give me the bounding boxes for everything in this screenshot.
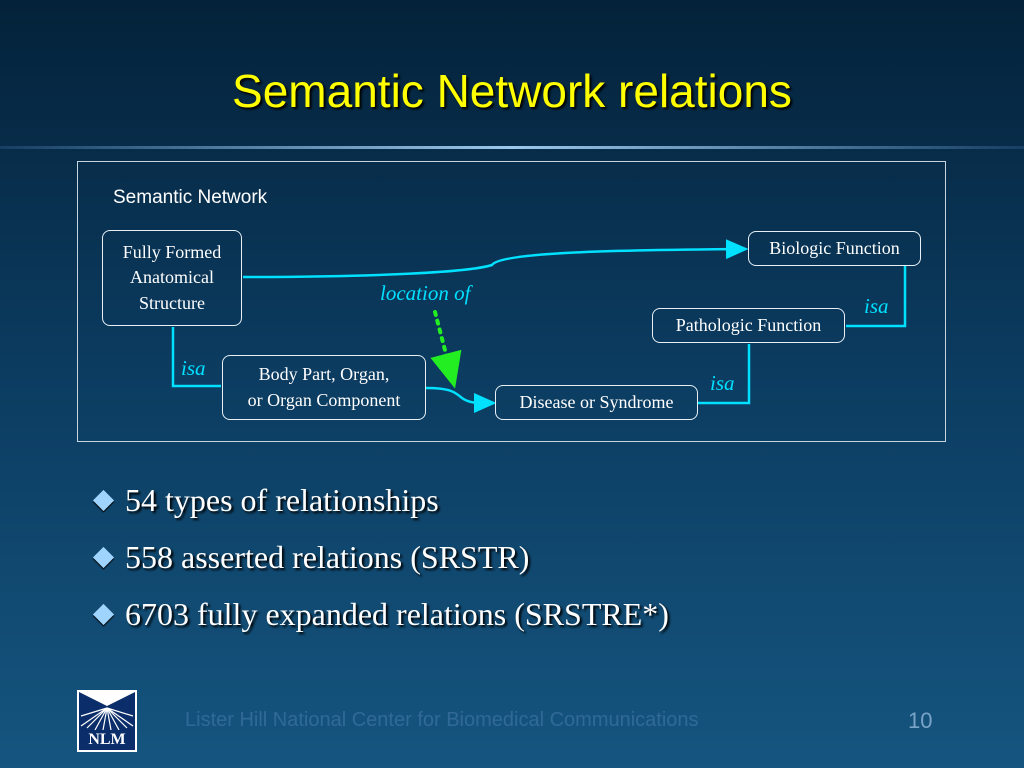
bullet-item: 6703 fully expanded relations (SRSTRE*) xyxy=(92,586,669,643)
edge-location-pointer xyxy=(430,310,462,389)
nlm-logo-icon xyxy=(79,692,135,730)
node-pathologic-function: Pathologic Function xyxy=(652,308,845,343)
edge-isa-left xyxy=(171,327,221,388)
edge-label-isa-right-lower: isa xyxy=(710,371,735,395)
nlm-logo: NLM xyxy=(77,690,137,752)
edge-label-location-of: location of xyxy=(380,281,471,305)
diamond-bullet-icon xyxy=(92,603,115,626)
bullet-item: 54 types of relationships xyxy=(92,472,669,529)
bullet-text: 6703 fully expanded relations (SRSTRE*) xyxy=(125,596,669,632)
edge-location-of xyxy=(242,239,749,279)
diagram-label: Semantic Network xyxy=(113,187,268,208)
bullet-list: 54 types of relationships 558 asserted r… xyxy=(92,472,669,643)
node-fully-formed-anatomical-structure: Fully Formed Anatomical Structure xyxy=(102,230,242,326)
bullet-item: 558 asserted relations (SRSTR) xyxy=(92,529,669,586)
edge-label-isa-left: isa xyxy=(181,356,206,380)
diamond-bullet-icon xyxy=(92,489,115,512)
edge-isa-right-upper xyxy=(846,266,907,328)
footer-organization: Lister Hill National Center for Biomedic… xyxy=(185,709,699,731)
edge-label-isa-right-upper: isa xyxy=(864,294,889,318)
bullet-text: 54 types of relationships xyxy=(125,482,439,518)
node-disease-or-syndrome: Disease or Syndrome xyxy=(495,385,698,420)
slide-title: Semantic Network relations xyxy=(232,65,792,117)
nlm-logo-text: NLM xyxy=(79,730,135,750)
diagram-frame xyxy=(77,161,946,442)
bullet-text: 558 asserted relations (SRSTR) xyxy=(125,539,530,575)
title-divider xyxy=(0,146,1024,149)
edge-body-to-disease xyxy=(425,386,497,414)
node-biologic-function: Biologic Function xyxy=(748,231,921,266)
edge-isa-right-lower xyxy=(698,344,751,405)
node-body-part-organ: Body Part, Organ, or Organ Component xyxy=(222,355,426,420)
diamond-bullet-icon xyxy=(92,546,115,569)
page-number: 10 xyxy=(908,708,933,733)
